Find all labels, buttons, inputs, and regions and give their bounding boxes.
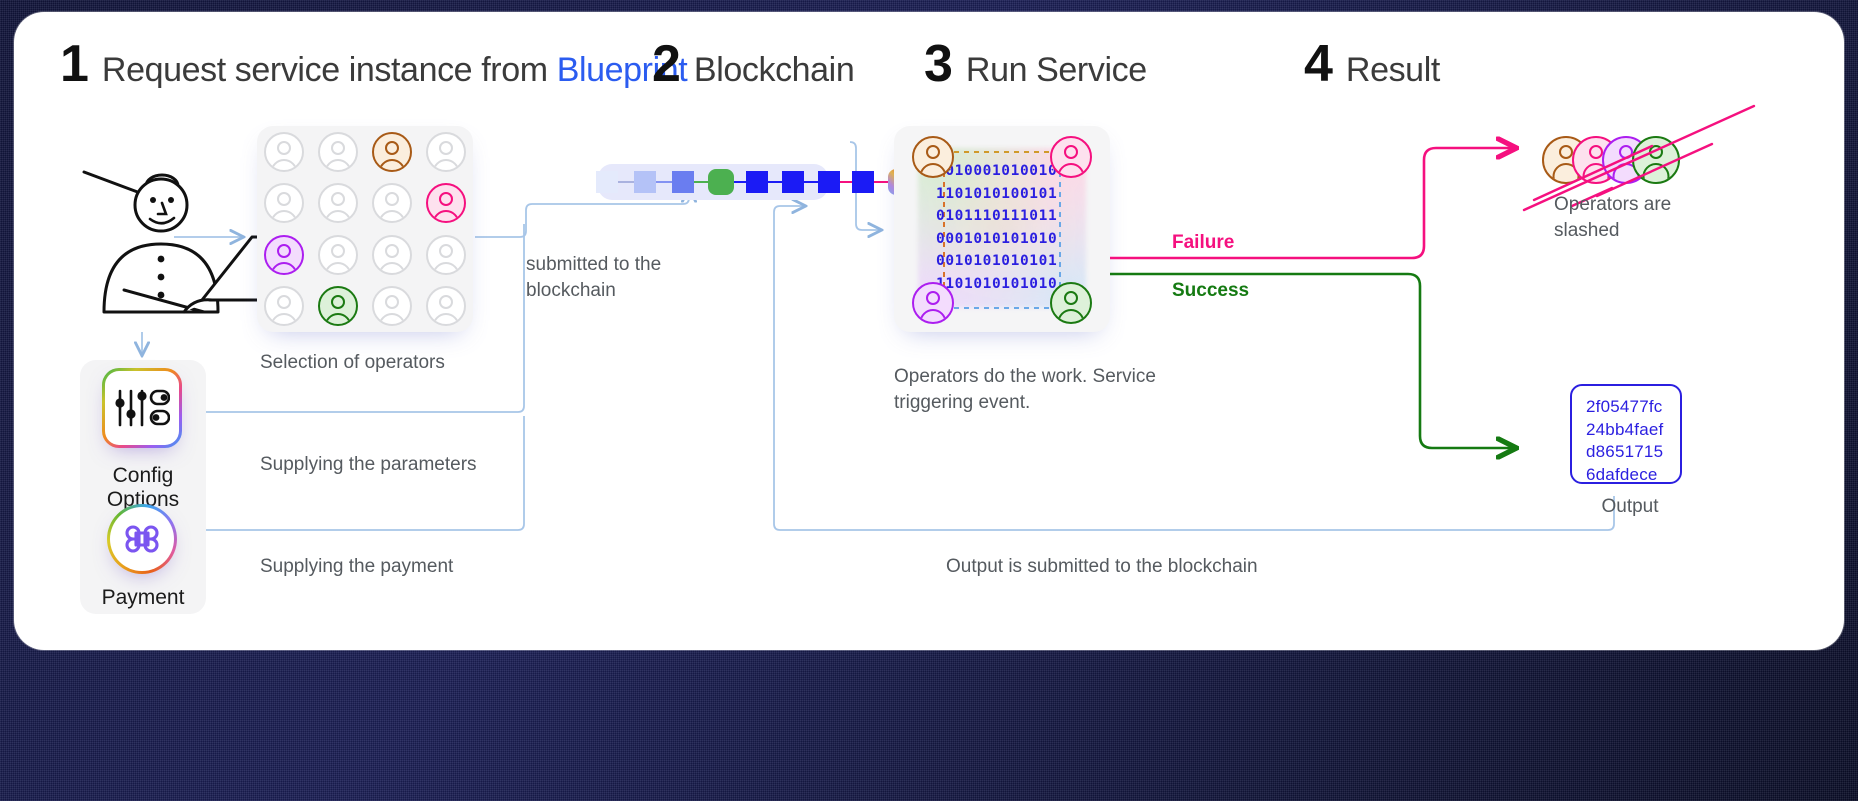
operator-avatar[interactable] — [372, 234, 412, 275]
service-operator-pink[interactable] — [1050, 136, 1092, 178]
operator-avatar-selected-brown[interactable] — [372, 131, 412, 172]
service-binary-output: 1010001010010 1101010100101 0101110111011 0… — [936, 160, 1076, 296]
label-payment: Payment — [101, 586, 185, 609]
blockchain-strip[interactable] — [590, 164, 914, 200]
slash-marks-icon — [1522, 104, 1756, 212]
label-config-options: Config Options — [106, 464, 180, 511]
operator-avatar[interactable] — [318, 131, 358, 172]
command-key-icon — [125, 525, 159, 553]
block-6 — [782, 171, 804, 193]
block-7 — [818, 171, 840, 193]
service-operator-purple[interactable] — [912, 282, 954, 324]
binary-line-5: 0010101010101 — [936, 253, 1058, 270]
step-header-3: 3 Run Service — [924, 38, 1147, 90]
caption-operators-do-work: Operators do the work. Service triggerin… — [894, 366, 1156, 413]
config-options-icon[interactable] — [102, 368, 182, 448]
step-number-3: 3 — [924, 35, 953, 93]
step-number-4: 4 — [1304, 35, 1333, 93]
arrow-failure — [1110, 148, 1514, 260]
operator-avatar[interactable] — [372, 183, 412, 224]
step-title-2: Blockchain — [693, 51, 855, 89]
sliders-toggles-icon — [115, 389, 170, 427]
operator-avatar[interactable] — [318, 183, 358, 224]
service-operator-green[interactable] — [1050, 282, 1092, 324]
label-success: Success — [1172, 280, 1250, 301]
caption-output: Output — [1601, 496, 1659, 517]
operator-avatar-selected-pink[interactable] — [426, 183, 466, 224]
operator-avatar[interactable] — [426, 286, 466, 327]
binary-line-4: 0001010101010 — [936, 230, 1058, 247]
binary-line-3: 0101110111011 — [936, 208, 1058, 225]
hash-line-2: 24bb4faef — [1586, 419, 1664, 439]
block-4-current — [708, 169, 734, 195]
payment-icon[interactable] — [107, 504, 177, 574]
arrow-success — [1110, 272, 1514, 448]
caption-supplying-parameters: Supplying the parameters — [260, 454, 477, 475]
operator-avatar-selected-purple[interactable] — [264, 234, 304, 275]
operator-avatar[interactable] — [426, 131, 466, 172]
operator-avatar[interactable] — [264, 286, 304, 327]
run-service-panel[interactable]: 1010001010010 1101010100101 0101110111011 0… — [894, 126, 1110, 332]
step-header-2: 2 Blockchain — [652, 35, 855, 93]
step-number-1: 1 — [60, 35, 89, 93]
binary-line-1: 1010001010010 — [936, 163, 1058, 179]
hash-line-4: 6dafdece — [1586, 464, 1658, 484]
step-title-4: Result — [1345, 51, 1440, 89]
operator-avatar[interactable] — [318, 234, 358, 275]
label-failure: Failure — [1172, 232, 1235, 253]
step-title-3: Run Service — [965, 51, 1147, 89]
caption-output-submitted: Output is submitted to the blockchain — [946, 556, 1258, 577]
service-dashed-links — [943, 151, 1061, 309]
operator-avatar[interactable] — [264, 131, 304, 172]
step-header-1: 1 Request service instance from Blueprin… — [60, 35, 688, 93]
operator-avatar-selected-green[interactable] — [318, 286, 358, 327]
slashed-operators-group — [1522, 104, 1756, 212]
hash-line-3: d8651715 — [1586, 442, 1664, 462]
block-3 — [672, 171, 694, 193]
caption-supplying-payment: Supplying the payment — [260, 556, 454, 577]
caption-selection-of-operators: Selection of operators — [260, 352, 445, 373]
operator-selection-grid[interactable] — [257, 126, 473, 332]
binary-line-6: 1101010101010 — [936, 276, 1058, 293]
block-5 — [746, 171, 768, 193]
caption-operators-are-slashed: Operators are slashed — [1554, 194, 1672, 241]
blueprint-link[interactable]: Blueprint — [556, 51, 688, 89]
caption-submitted-to-blockchain: submitted to the blockchain — [526, 254, 662, 301]
step-number-2: 2 — [652, 35, 681, 93]
step-header-4: 4 Result — [1304, 38, 1440, 90]
diagram-card: 1 Request service instance from Blueprin… — [14, 12, 1844, 650]
block-2 — [634, 171, 656, 193]
hash-line-1: 2f05477fc — [1586, 397, 1663, 416]
service-operator-brown[interactable] — [912, 136, 954, 178]
operator-avatar[interactable] — [264, 183, 304, 224]
block-1 — [596, 171, 618, 193]
operator-avatar[interactable] — [372, 286, 412, 327]
block-8 — [852, 171, 874, 193]
operator-avatar[interactable] — [426, 234, 466, 275]
step-title-1: Request service instance from Blueprint — [101, 51, 688, 89]
output-hash-box[interactable]: 2f05477fc 24bb4faef d8651715 6dafdece — [1570, 384, 1682, 484]
binary-line-2: 1101010100101 — [936, 185, 1058, 202]
blockchain-blocks — [596, 169, 914, 195]
